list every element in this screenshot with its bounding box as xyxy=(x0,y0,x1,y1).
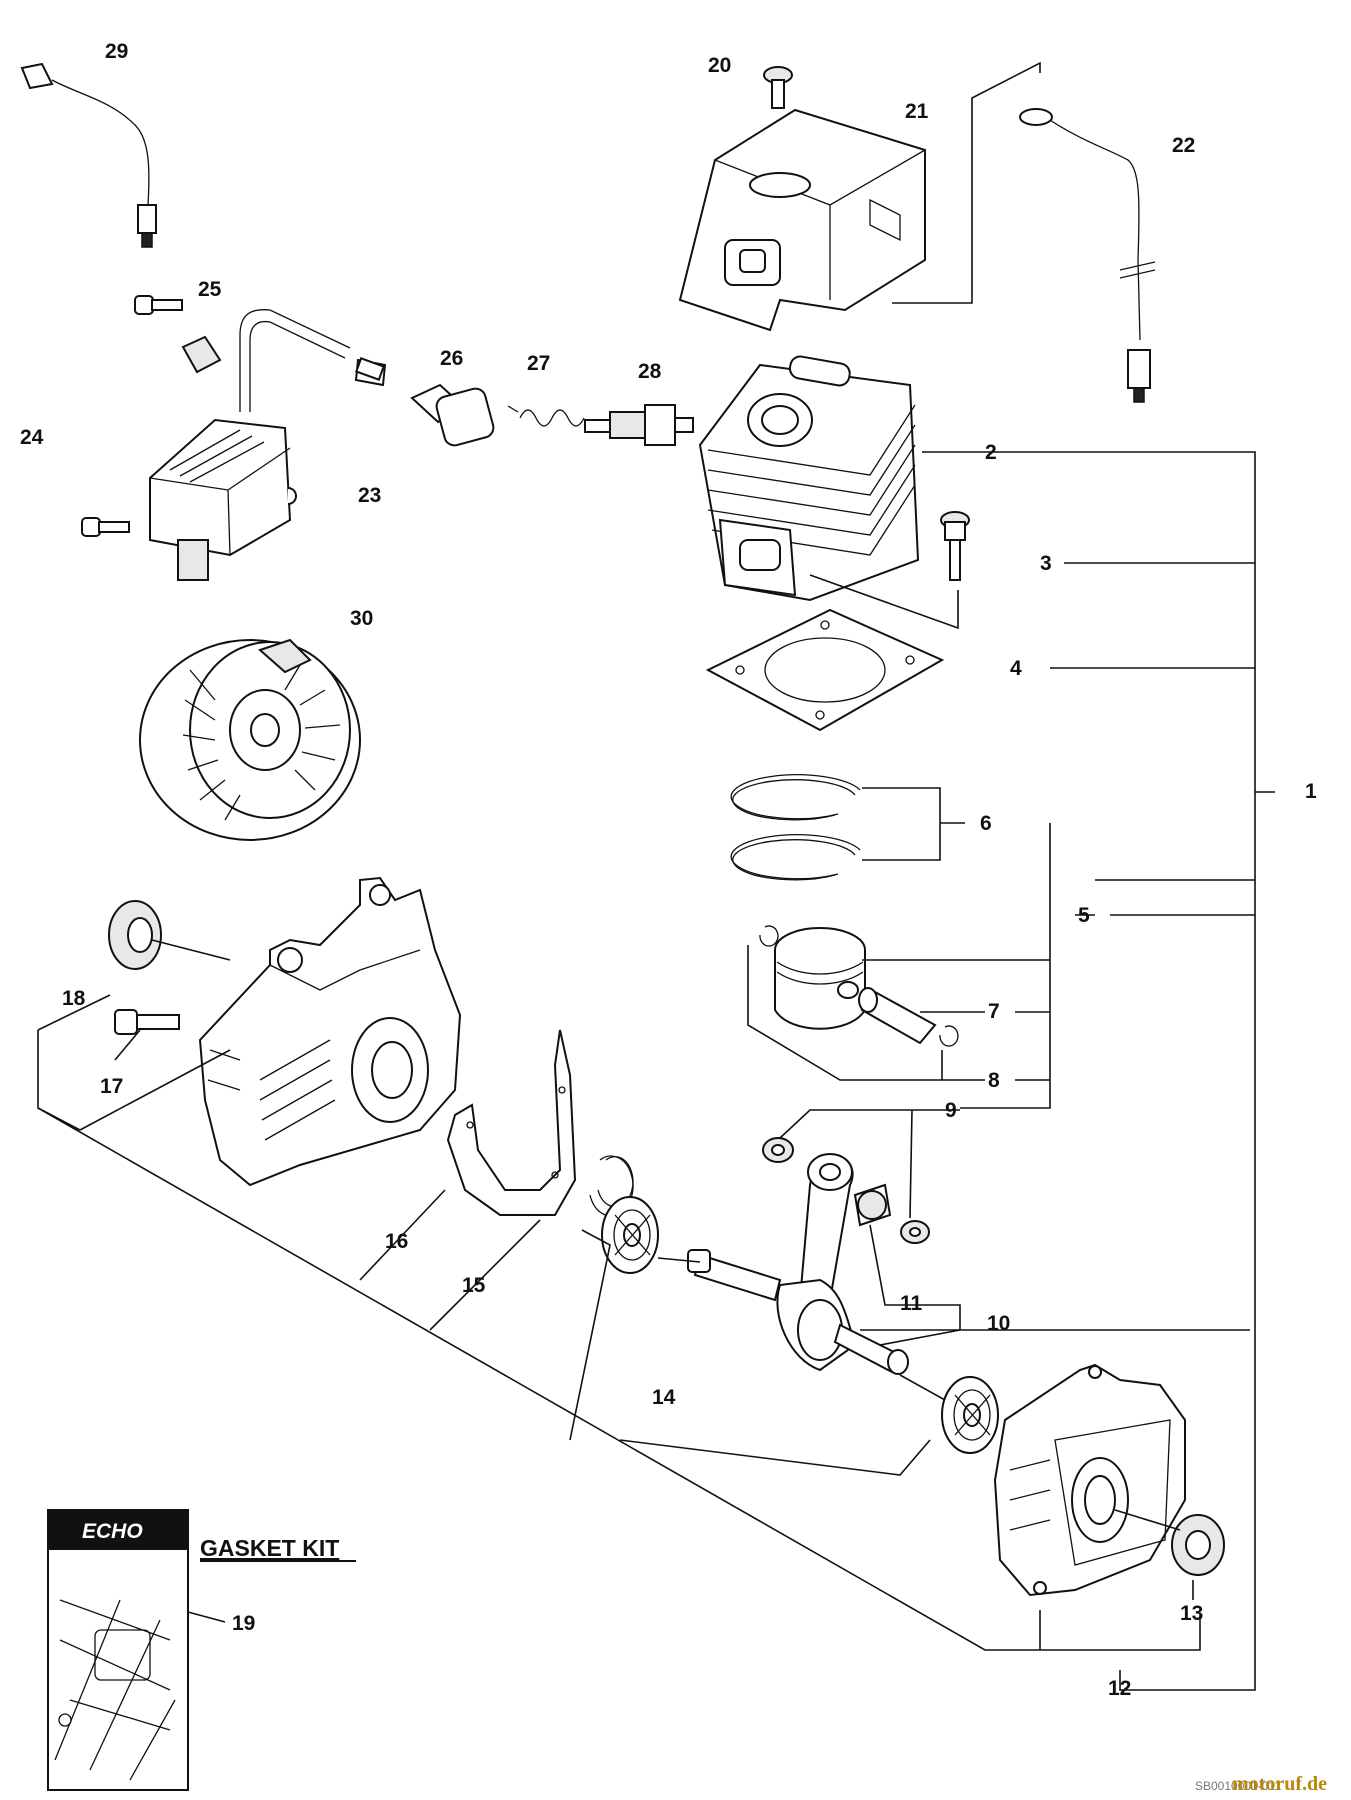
part-30-flywheel xyxy=(139,638,361,841)
label-8: 8 xyxy=(988,1069,1000,1092)
label-1: 1 xyxy=(1305,780,1317,803)
part-25-clip xyxy=(181,335,222,374)
part-18-oil-seal xyxy=(108,900,162,970)
diagram-code: SB0010001-011 xyxy=(1195,1779,1281,1793)
label-28: 28 xyxy=(638,360,662,383)
echo-logo: ECHO xyxy=(82,1520,143,1543)
part-13-oil-seal xyxy=(1171,1514,1225,1576)
part-17-bolt xyxy=(114,1009,180,1035)
label-11: 11 xyxy=(900,1292,923,1315)
label-16: 16 xyxy=(385,1230,408,1253)
label-10: 10 xyxy=(987,1312,1010,1335)
part-11-needle-bearing xyxy=(853,1183,892,1227)
watermark: motoruf.de xyxy=(1232,1773,1327,1795)
label-18: 18 xyxy=(62,987,86,1010)
label-29: 29 xyxy=(105,40,128,63)
label-15: 15 xyxy=(462,1274,486,1297)
label-22: 22 xyxy=(1172,134,1195,157)
label-26: 26 xyxy=(440,347,463,370)
part-27-spring xyxy=(507,405,585,427)
gasket-kit-title: GASKET KIT xyxy=(200,1535,339,1561)
part-29-wire-lead xyxy=(20,62,157,248)
part-22-ground-wire xyxy=(1019,108,1156,403)
label-27: 27 xyxy=(527,352,550,375)
part-4-gasket xyxy=(705,608,945,732)
label-19: 19 xyxy=(232,1612,255,1635)
part-6-piston-rings xyxy=(730,774,861,881)
crankcase-left xyxy=(198,876,462,1187)
part-23-ignition-coil xyxy=(149,309,385,581)
part-20-screw xyxy=(763,66,793,109)
label-25: 25 xyxy=(198,278,222,301)
part-26-plug-cap xyxy=(354,358,495,447)
part-14-bearings xyxy=(601,1196,999,1454)
label-21: 21 xyxy=(905,100,929,123)
part-9-needle-bearing-washers xyxy=(762,1137,930,1244)
label-17: 17 xyxy=(100,1075,123,1098)
label-14: 14 xyxy=(652,1386,676,1409)
part-24-coil-screws xyxy=(81,295,183,537)
gasket-kit-box xyxy=(47,1509,189,1791)
crankcase-right xyxy=(993,1363,1186,1597)
label-6: 6 xyxy=(980,812,992,835)
label-9: 9 xyxy=(945,1099,957,1122)
part-2-cylinder xyxy=(698,355,920,602)
label-13: 13 xyxy=(1180,1602,1203,1625)
label-4: 4 xyxy=(1010,657,1022,680)
part-28-spark-plug xyxy=(584,404,694,446)
part-16-crankcase-gasket xyxy=(446,1029,577,1216)
label-30: 30 xyxy=(350,607,373,630)
part-5-piston xyxy=(774,927,866,1030)
label-20: 20 xyxy=(708,54,731,77)
label-24: 24 xyxy=(20,426,44,449)
part-8-clips xyxy=(759,925,959,1047)
part-7-piston-pin xyxy=(858,987,937,1045)
label-7: 7 xyxy=(988,1000,1000,1023)
label-5: 5 xyxy=(1078,904,1090,927)
label-23: 23 xyxy=(358,484,381,507)
label-3: 3 xyxy=(1040,552,1052,575)
label-2: 2 xyxy=(985,441,997,464)
part-3-bolt xyxy=(940,511,970,581)
label-12: 12 xyxy=(1108,1677,1131,1700)
part-21-cylinder-cover xyxy=(678,108,926,332)
